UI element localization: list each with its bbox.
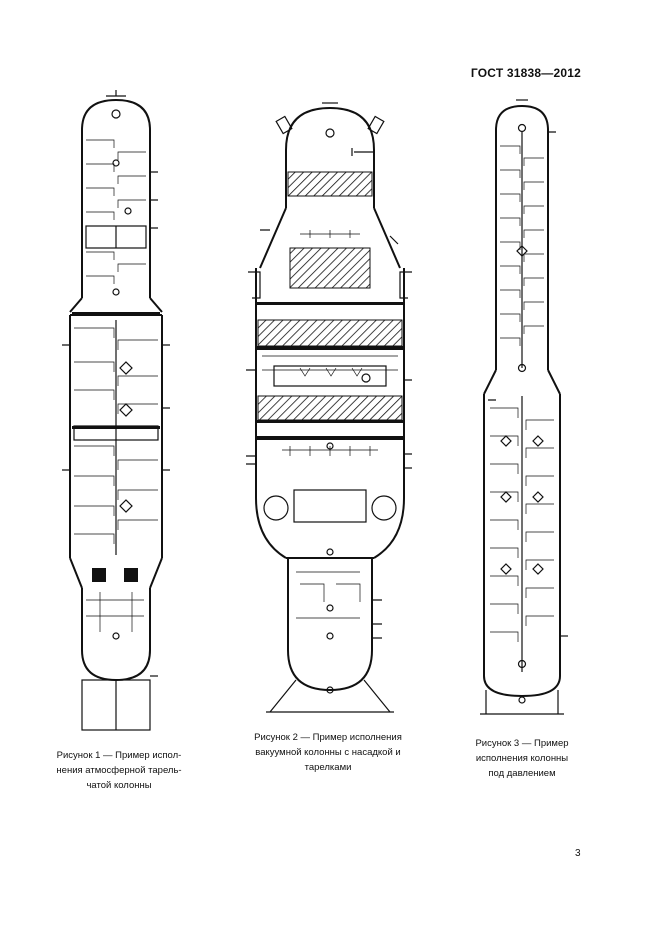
figure-3-drawing xyxy=(480,99,568,715)
caption-line: вакуумной колонны с насадкой и xyxy=(255,747,401,758)
document-standard-header: ГОСТ 31838—2012 xyxy=(470,66,581,80)
figure-1-drawing xyxy=(62,90,170,731)
caption-line: исполнения колонны xyxy=(475,753,569,764)
page-number: 3 xyxy=(575,848,581,859)
figure-2-drawing xyxy=(246,102,412,713)
caption-line: Рисунок 2 — Пример исполнения xyxy=(254,732,402,743)
caption-line: чатой колонны xyxy=(86,780,152,791)
caption-line: тарелками xyxy=(304,762,352,773)
caption-line: нения атмосферной тарель- xyxy=(56,765,182,776)
figure-1-caption: Рисунок 1 — Пример испол- нения атмосфер… xyxy=(44,748,194,793)
caption-line: Рисунок 1 — Пример испол- xyxy=(56,750,182,761)
figure-2-caption: Рисунок 2 — Пример исполнения вакуумной … xyxy=(240,730,416,775)
caption-line: под давлением xyxy=(488,768,556,779)
caption-line: Рисунок 3 — Пример xyxy=(475,738,569,749)
figure-3-caption: Рисунок 3 — Пример исполнения колонны по… xyxy=(462,736,582,781)
